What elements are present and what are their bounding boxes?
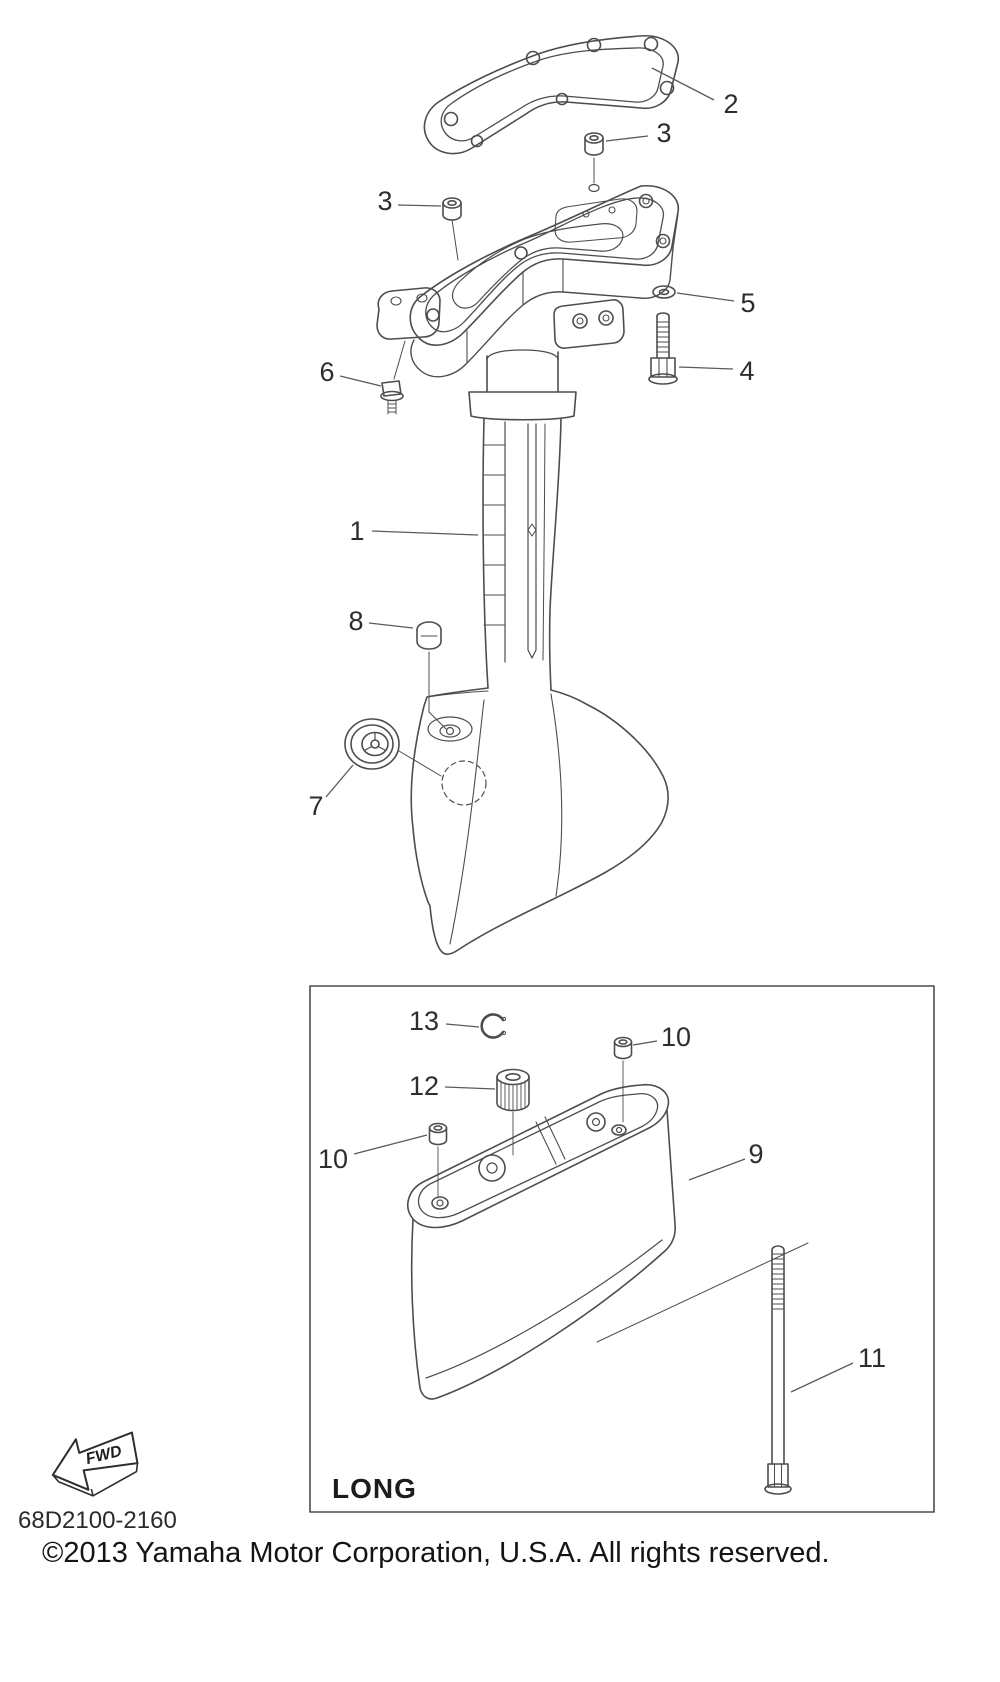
leader-part-10-left <box>353 1134 428 1155</box>
callout-part-1-label: 1 <box>349 516 364 546</box>
lower-unit-variant-box <box>309 985 935 1513</box>
leader-part-3-right <box>605 135 649 142</box>
screw-part-6 <box>380 340 406 415</box>
leader-part-6 <box>339 375 382 387</box>
callout-part-12-label: 12 <box>409 1071 439 1101</box>
variant-label: LONG <box>332 1473 417 1504</box>
leader-part-2 <box>651 67 715 101</box>
gasket-part-2 <box>423 35 679 155</box>
callout-part-11-label: 11 <box>858 1343 886 1373</box>
leader-part-9 <box>688 1158 746 1181</box>
callout-part-9-label: 9 <box>748 1139 763 1169</box>
leader-part-5 <box>676 292 735 302</box>
exhaust-guide-plate <box>376 185 679 378</box>
leader-part-12 <box>444 1086 496 1090</box>
callout-labels: 2 3 3 5 4 6 1 8 7 13 10 12 10 9 11 <box>308 89 886 1373</box>
diagram-code: 68D2100-2160 <box>18 1507 177 1534</box>
upper-casing-part-1 <box>410 349 669 955</box>
bolt-part-11 <box>764 1245 792 1495</box>
collar-part-3-left <box>442 197 462 261</box>
callout-part-3-left-label: 3 <box>377 186 392 216</box>
callout-part-6-label: 6 <box>319 357 334 387</box>
leader-part-1 <box>371 530 479 536</box>
collar-part-10-right <box>613 1036 633 1123</box>
leader-part-8 <box>368 622 414 629</box>
callout-part-5-label: 5 <box>740 288 755 318</box>
callout-leaders <box>325 67 854 1393</box>
plug-part-8 <box>416 621 447 730</box>
grommet-part-7 <box>344 718 442 777</box>
collar-part-3-right <box>584 132 604 193</box>
leader-part-7 <box>325 764 354 798</box>
callout-part-13-label: 13 <box>409 1006 439 1036</box>
fwd-arrow-icon: FWD <box>51 1431 139 1497</box>
bolt-part-4 <box>648 312 678 385</box>
callout-part-7-label: 7 <box>308 791 323 821</box>
callout-part-10-right-label: 10 <box>661 1022 691 1052</box>
leader-part-13 <box>445 1023 480 1028</box>
bushing-part-12 <box>496 1068 530 1156</box>
callout-part-10-left-label: 10 <box>318 1144 348 1174</box>
leader-part-11 <box>790 1362 854 1393</box>
collar-part-10-left <box>428 1122 448 1199</box>
extension-casing-part-9 <box>407 1083 809 1400</box>
callout-part-3-right-label: 3 <box>656 118 671 148</box>
callout-part-4-label: 4 <box>739 356 754 386</box>
callout-part-8-label: 8 <box>348 606 363 636</box>
leader-part-3-left <box>397 204 442 207</box>
callout-part-2-label: 2 <box>723 89 738 119</box>
leader-part-10-right <box>632 1040 658 1046</box>
leader-part-4 <box>678 366 734 370</box>
circlip-part-13 <box>480 1013 507 1039</box>
copyright-text: ©2013 Yamaha Motor Corporation, U.S.A. A… <box>42 1537 830 1569</box>
washer-part-5 <box>652 285 676 299</box>
